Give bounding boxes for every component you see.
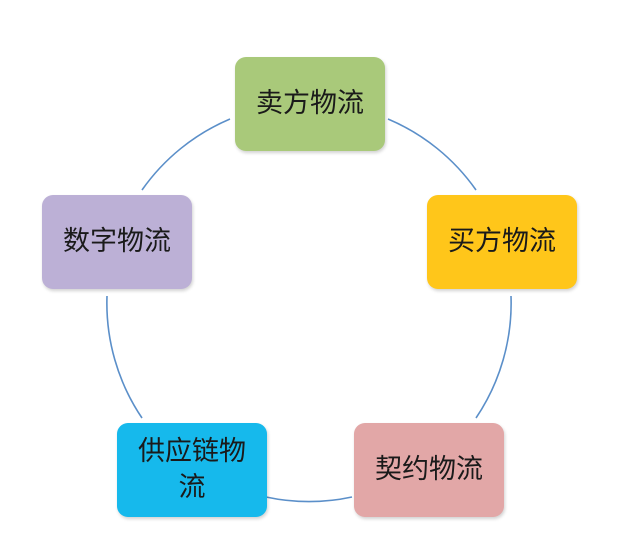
node-label: 买方物流 (448, 226, 556, 257)
node-label: 供应链物流 (138, 436, 246, 503)
node-label: 数字物流 (63, 226, 171, 257)
ring-segment-left (106, 295, 143, 419)
ring-segment-right (475, 295, 512, 419)
ring-segment-top-left (141, 118, 231, 191)
node-contract-logistics: 契约物流 (354, 423, 504, 517)
ring-segment-top-right (387, 118, 477, 191)
node-label: 契约物流 (375, 454, 483, 485)
ring-segment-bottom (265, 496, 353, 503)
node-seller-logistics: 卖方物流 (235, 57, 385, 151)
node-buyer-logistics: 买方物流 (427, 195, 577, 289)
node-supply-chain-logistics: 供应链物流 (117, 423, 267, 517)
node-digital-logistics: 数字物流 (42, 195, 192, 289)
node-label: 卖方物流 (256, 88, 364, 119)
